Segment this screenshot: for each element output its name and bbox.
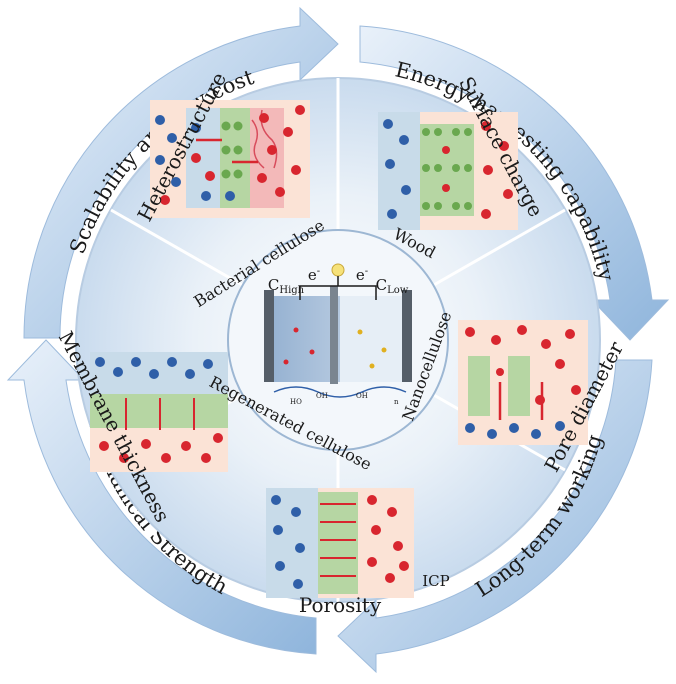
outer-arrow-bottom-left xyxy=(6,339,317,655)
label-electron-right: e- xyxy=(356,266,368,284)
label-ho: HO xyxy=(290,398,302,406)
label-n: n xyxy=(394,398,399,406)
label-icp: ICP xyxy=(422,572,450,590)
panel-porosity xyxy=(266,488,414,598)
panel-pore-diameter xyxy=(458,320,588,445)
panel-surface-charge xyxy=(378,112,518,230)
label-porosity: Porosity xyxy=(299,593,382,617)
center-cell-illustration xyxy=(264,263,412,398)
panel-membrane-thickness xyxy=(90,352,228,472)
panel-heterostructure xyxy=(150,100,310,218)
label-oh-2: OH xyxy=(356,392,368,400)
outer-arrow-top-left xyxy=(23,6,339,339)
lightbulb-icon xyxy=(331,263,345,277)
label-electron-left: e- xyxy=(308,266,320,284)
label-c-low: CLow xyxy=(376,276,409,296)
label-c-high: CHigh xyxy=(268,276,305,296)
label-oh-1: OH xyxy=(316,392,328,400)
outer-arrow-bottom-right xyxy=(337,359,653,674)
outer-arrow-top-right xyxy=(359,25,670,341)
